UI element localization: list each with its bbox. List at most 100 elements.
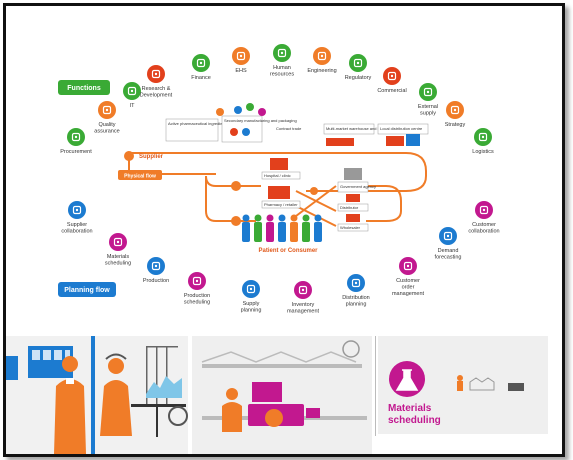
planning-nodes: SuppliercollaborationMaterialsscheduling… [61,201,500,315]
warehouse-icon [326,138,354,146]
factory-icon [469,377,495,391]
pharmacy-icon [268,186,290,199]
node-label: External [418,104,438,110]
node-ehs[interactable]: EHS [232,47,250,74]
planning-flow-button[interactable]: Planning flow [58,282,116,297]
node-commercial[interactable]: Commercial [377,67,407,94]
chair-icon [168,406,188,426]
process-box-local: Local distribution centre [377,123,429,135]
channel-hospital: Hospital / clinic [261,158,301,180]
person-head-icon [62,356,78,372]
process-box-label: Local distribution centre [380,126,423,131]
small-circle-icon [258,108,266,116]
clock-icon [192,276,202,286]
node-label: Research & [142,86,171,92]
person-icon [254,214,262,242]
node-research-development[interactable]: Research &Development [140,65,173,99]
person-icon [278,214,286,242]
trend-icon [443,231,453,241]
channel-distributor: Distributor [337,194,369,212]
diagram-frame: Functions Planning flow Physical flow Su… [3,3,565,457]
node-label: Development [140,93,173,99]
worker-icon [457,381,463,391]
handshake-icon [387,71,397,81]
panel-office [6,336,188,454]
node-label: Supplier [67,222,87,228]
node-it[interactable]: IT [123,82,141,109]
process-box-label: Secondary manufacturing and packaging [224,118,297,123]
caption-line: scheduling [388,415,441,426]
node-label: Strategy [445,122,466,128]
flow-node-icon [231,216,241,226]
physical-flow-label: Physical flow [124,174,156,180]
cart-icon [71,132,81,142]
process-box-label: Active pharmaceutical ingredient manufac… [168,121,252,126]
channel-government: Government agency [337,168,376,193]
node-label: supply [420,111,436,117]
node-label: Commercial [377,88,406,94]
functions-button[interactable]: Functions [58,80,110,95]
node-regulatory[interactable]: Regulatory [345,54,372,81]
channel-boxes: Hospital / clinic Pharmacy / retailer Go… [231,158,376,232]
physical-flow-line-upper [126,152,427,192]
patient-label: Patient or Consumer [258,248,318,254]
wholesaler-icon [346,214,360,222]
node-label: Production [143,278,169,284]
node-label: planning [346,302,367,308]
node-label: forecasting [435,255,462,261]
factory-icon [423,87,433,97]
node-label: scheduling [105,261,131,267]
flow-node-icon [231,181,241,191]
monitor-icon [127,86,137,96]
functions-label: Functions [67,85,101,92]
node-procurement[interactable]: Procurement [60,128,92,155]
node-label: EHS [235,68,247,74]
caption-line: Materials [388,403,432,414]
node-strategy[interactable]: Strategy [445,101,466,128]
process-box-label: Contract trade [276,126,302,131]
flow-node-icon [310,187,318,195]
clipboard-icon [478,132,488,142]
node-label: management [392,291,425,297]
clipboard-icon [298,285,308,295]
distribution-icon [406,134,420,146]
process-box-label: Multi-market warehouse and bulk hub [326,126,393,131]
person-icon [314,214,322,242]
physical-flow-tag: Physical flow [118,170,162,180]
supply-chain-diagram: Functions Planning flow Physical flow Su… [6,44,548,454]
truck-icon [508,383,524,391]
small-circle-icon [216,108,224,116]
person-icon [54,379,86,454]
node-label: Materials [107,254,130,260]
node-label: resources [270,72,294,78]
node-logistics[interactable]: Logistics [472,128,494,155]
node-engineering[interactable]: Engineering [307,47,337,74]
node-label: management [287,309,320,315]
node-label: Inventory [292,302,315,308]
truck-icon [386,136,404,146]
node-finance[interactable]: Finance [191,54,211,81]
worker-icon [222,402,242,432]
node-label: collaboration [468,229,499,235]
channel-label: Hospital / clinic [264,173,291,178]
process-box-warehouse: Multi-market warehouse and bulk hub [323,123,393,135]
gauge-icon [342,340,360,358]
node-label: Finance [191,75,211,81]
node-label: Procurement [60,149,92,155]
flask-icon [151,69,161,79]
node-production[interactable]: Production [143,257,169,284]
